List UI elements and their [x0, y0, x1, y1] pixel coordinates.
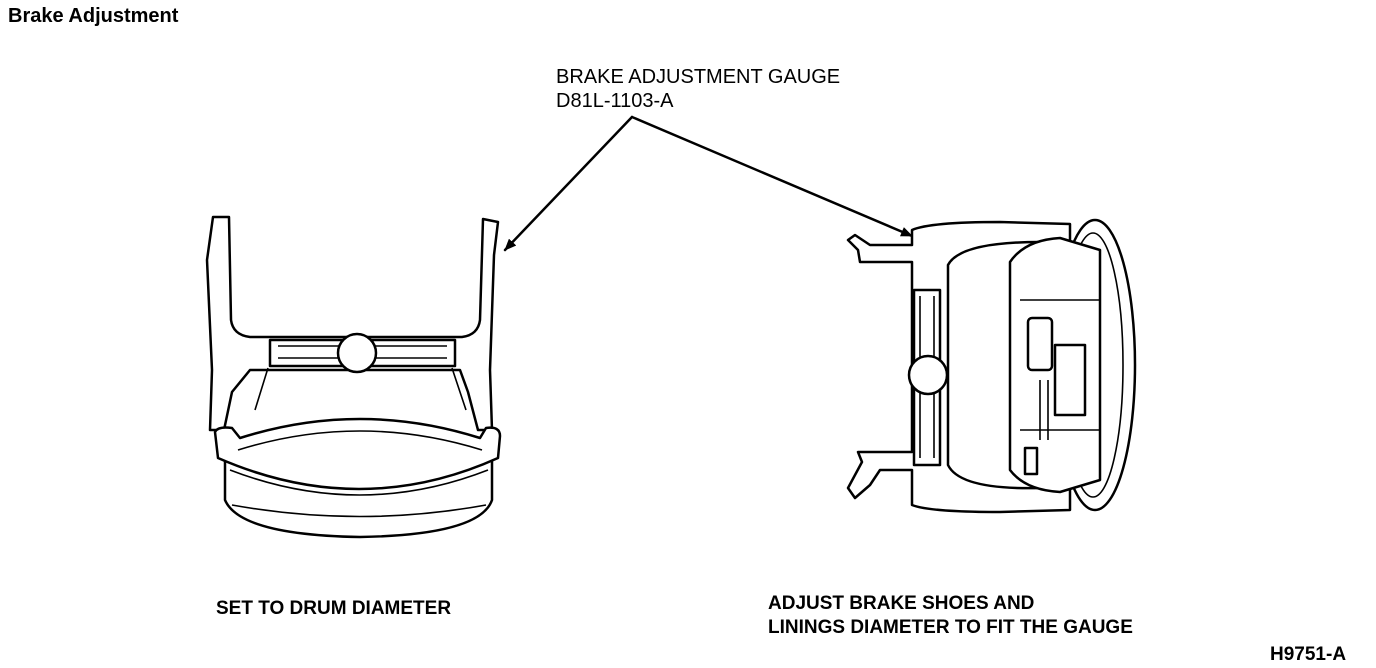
- leader-arrow-left: [503, 115, 634, 252]
- drum-rim-lower: [229, 469, 489, 496]
- right-caption-line2: LININGS DIAMETER TO FIT THE GAUGE: [768, 617, 1133, 638]
- gauge-callout-label: BRAKE ADJUSTMENT GAUGE D81L-1103-A: [556, 65, 840, 113]
- return-spring-lower: [1023, 446, 1039, 476]
- drum-rim-inner: [237, 430, 483, 451]
- gauge-frame: [205, 215, 500, 432]
- shoe-lining-edges: [1020, 299, 1100, 431]
- gauge-on-shoes-illustration: [846, 218, 1137, 514]
- gauge-part-number: D81L-1103-A: [556, 90, 674, 112]
- right-caption-line1: ADJUST BRAKE SHOES AND: [768, 593, 1035, 614]
- right-caption: ADJUST BRAKE SHOES AND LININGS DIAMETER …: [768, 592, 1133, 640]
- callout-leader-arrows: [503, 115, 914, 252]
- page-title: Brake Adjustment: [8, 5, 179, 27]
- return-spring-upper: [1026, 316, 1054, 372]
- gauge-on-drum-illustration: [205, 215, 502, 539]
- gauge-taper-lines: [254, 367, 467, 411]
- gauge-name: BRAKE ADJUSTMENT GAUGE: [556, 66, 841, 88]
- adjuster-screw: [1053, 343, 1087, 417]
- left-caption: SET TO DRUM DIAMETER: [216, 598, 452, 619]
- gauge-lock-knob-side: [907, 354, 949, 396]
- gauge-lock-knob: [336, 332, 378, 374]
- figure-id: H9751-A: [1270, 644, 1347, 665]
- shoe-web-lines: [1039, 380, 1049, 440]
- leader-arrow-right: [630, 115, 914, 238]
- drum-shade-line: [231, 504, 487, 518]
